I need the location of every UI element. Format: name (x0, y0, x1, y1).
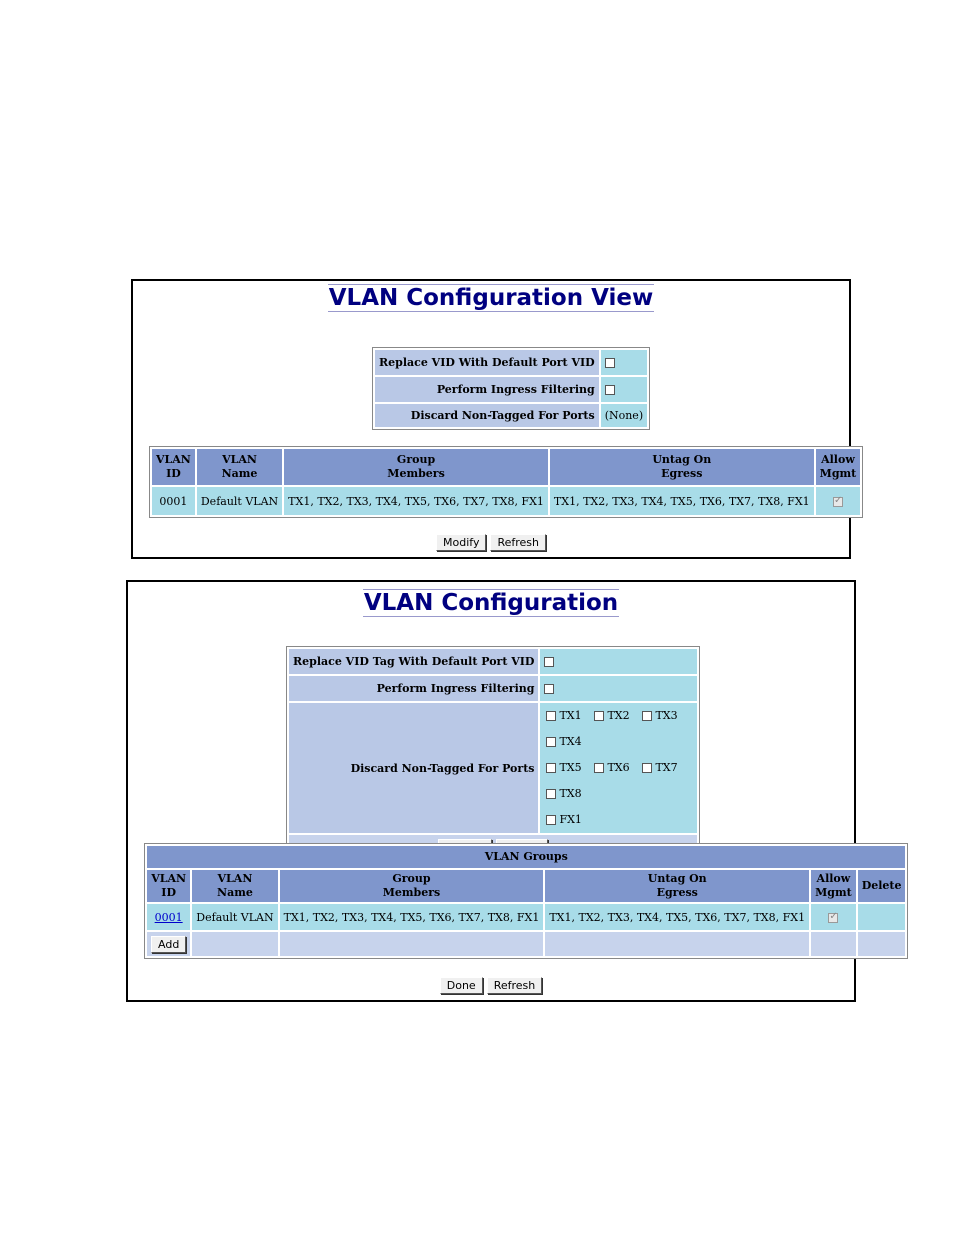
table-row: 0001 Default VLAN TX1, TX2, TX3, TX4, TX… (152, 487, 861, 515)
config-ingress-label: Perform Ingress Filtering (289, 676, 539, 701)
port-fx1-checkbox[interactable] (546, 815, 557, 825)
config-discard-label: Discard Non-Tagged For Ports (289, 703, 539, 833)
groups-header-delete: Delete (857, 870, 906, 902)
config-title: VLAN Configuration (362, 589, 620, 617)
view-row-untag: TX1, TX2, TX3, TX4, TX5, TX6, TX7, TX8, … (549, 487, 814, 515)
view-title: VLAN Configuration View (327, 284, 655, 312)
view-row-vlan-name: Default VLAN (196, 487, 283, 515)
view-settings-table: Replace VID With Default Port VID Perfor… (372, 347, 651, 430)
port-tx7-checkbox[interactable] (642, 763, 653, 773)
vlan-config-view-panel: VLAN Configuration View Replace VID With… (131, 279, 864, 559)
config-replace-vid-checkbox[interactable] (544, 657, 555, 667)
port-tx5-checkbox[interactable] (546, 763, 557, 773)
groups-row-untag: TX1, TX2, TX3, TX4, TX5, TX6, TX7, TX8, … (545, 904, 810, 930)
port-tx1-checkbox[interactable] (546, 711, 557, 721)
view-replace-vid-checkbox (604, 358, 615, 368)
done-button[interactable]: Done (439, 977, 483, 994)
config-settings-table: Replace VID Tag With Default Port VID Pe… (286, 646, 700, 862)
add-button[interactable]: Add (151, 935, 187, 953)
port-tx2-checkbox[interactable] (594, 711, 605, 721)
vlan-config-panel: VLAN Configuration Replace VID Tag With … (126, 580, 909, 1002)
groups-row-members: TX1, TX2, TX3, TX4, TX5, TX6, TX7, TX8, … (279, 904, 544, 930)
view-discard-value: (None) (600, 404, 648, 427)
config-refresh-button[interactable]: Refresh (486, 977, 543, 994)
view-refresh-button[interactable]: Refresh (490, 534, 546, 551)
config-replace-vid-label: Replace VID Tag With Default Port VID (289, 649, 539, 674)
vlan-id-link[interactable]: 0001 (154, 910, 183, 924)
table-row: 0001 Default VLAN TX1, TX2, TX3, TX4, TX… (147, 904, 906, 930)
groups-row-allow-mgmt-checkbox (828, 911, 839, 923)
view-row-allow-mgmt-checkbox (832, 495, 843, 507)
groups-row-delete-cell (857, 904, 906, 930)
view-replace-vid-label: Replace VID With Default Port VID (375, 350, 599, 375)
port-tx3-checkbox[interactable] (642, 711, 653, 721)
modify-button[interactable]: Modify (436, 534, 487, 551)
port-tx6-checkbox[interactable] (594, 763, 605, 773)
port-tx8-checkbox[interactable] (546, 789, 557, 799)
port-tx4-checkbox[interactable] (546, 737, 557, 747)
view-ingress-checkbox (604, 385, 615, 395)
groups-row-vlan-name: Default VLAN (192, 904, 278, 930)
view-ingress-label: Perform Ingress Filtering (375, 377, 599, 402)
vlan-groups-title: VLAN Groups (147, 846, 906, 868)
view-discard-label: Discard Non-Tagged For Ports (375, 404, 599, 427)
view-row-vlan-id: 0001 (152, 487, 195, 515)
view-row-members: TX1, TX2, TX3, TX4, TX5, TX6, TX7, TX8, … (284, 487, 548, 515)
config-ingress-checkbox[interactable] (544, 684, 555, 694)
